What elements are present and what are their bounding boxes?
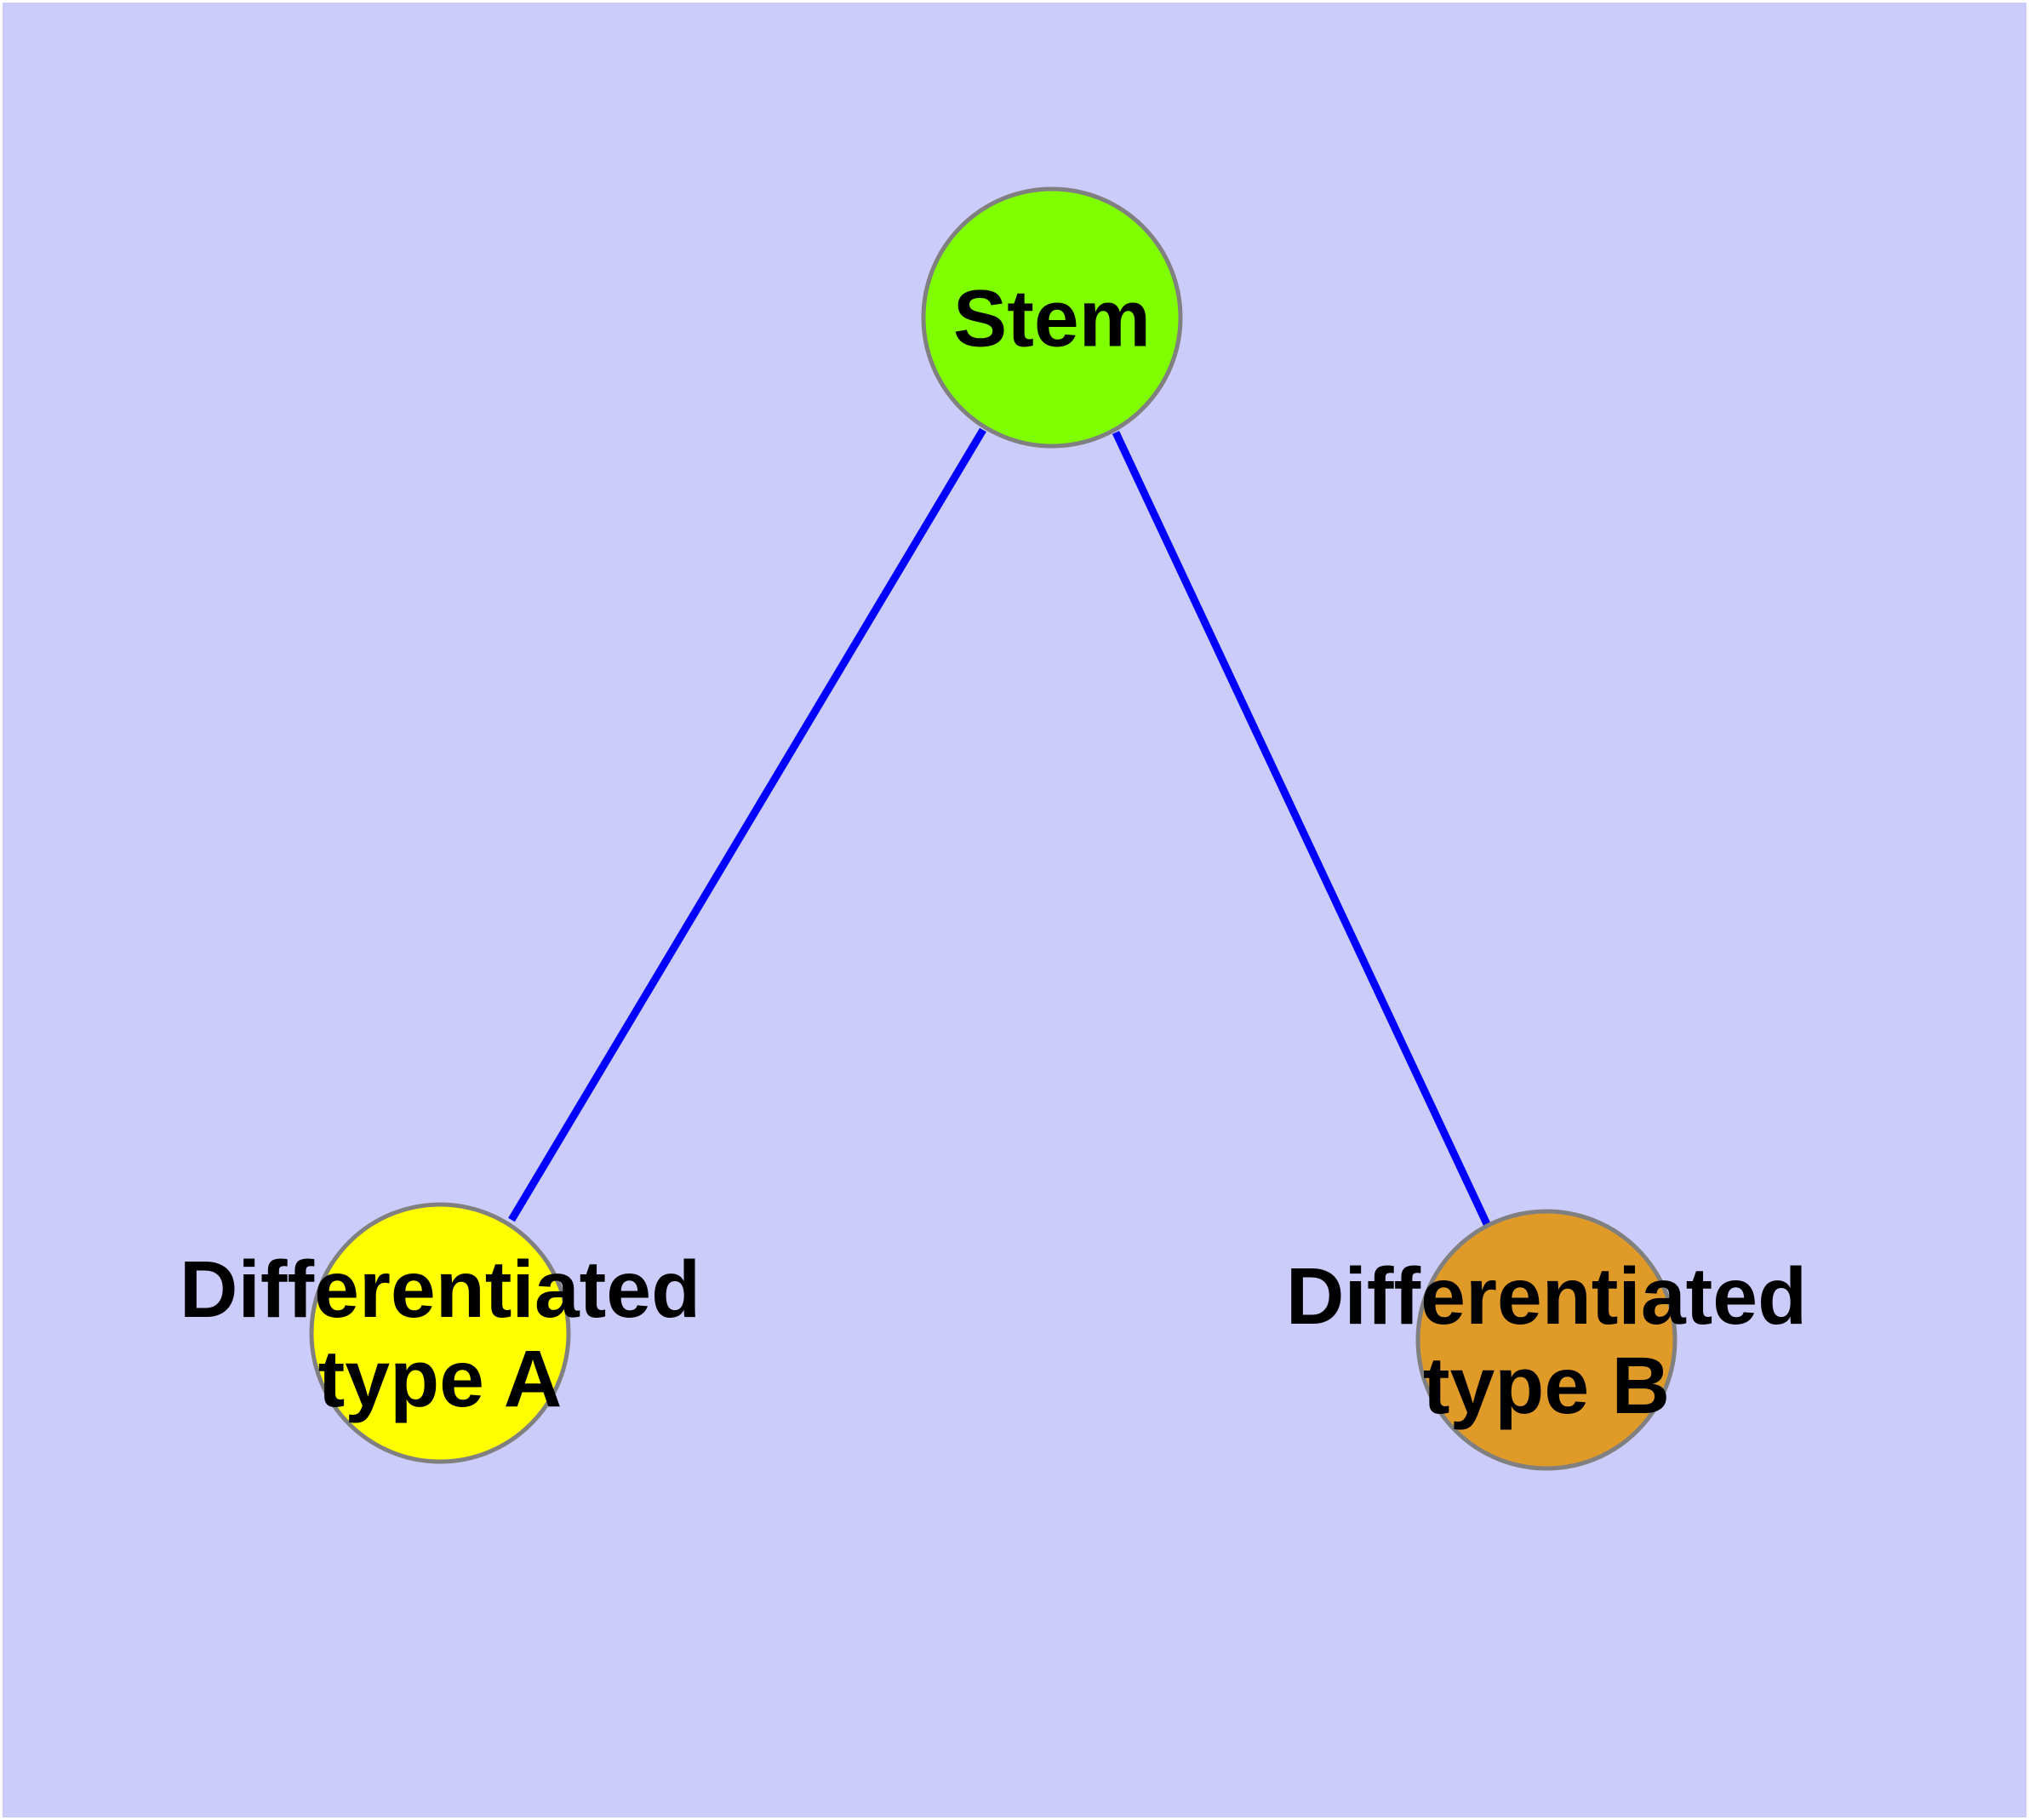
node-diff-a-label-line2: type A: [318, 1334, 563, 1424]
edge-stem-to-diff-a: [508, 427, 986, 1222]
node-diff-b-label-line1: Differentiated: [1286, 1251, 1807, 1342]
node-diff-a[interactable]: [309, 1202, 571, 1464]
nodes-layer: [309, 186, 1677, 1471]
node-stem-circle[interactable]: [921, 186, 1183, 449]
node-diff-b-label: Differentiated type B: [1286, 1251, 1807, 1431]
node-stem-label-line1: Stem: [953, 274, 1151, 364]
node-diff-a-circle[interactable]: [309, 1202, 571, 1464]
node-diff-b-label-line2: type B: [1423, 1341, 1670, 1431]
edges-layer: [508, 427, 1492, 1228]
node-diff-b[interactable]: [1415, 1209, 1677, 1471]
node-diff-a-label: Differentiated type A: [180, 1245, 700, 1424]
node-stem[interactable]: [921, 186, 1183, 449]
node-diff-a-label-line1: Differentiated: [180, 1245, 700, 1335]
node-stem-label: Stem: [953, 274, 1151, 364]
edge-stem-to-diff-b: [1112, 431, 1492, 1228]
node-diff-b-circle[interactable]: [1415, 1209, 1677, 1471]
labels-layer: Stem Differentiated type A Differentiate…: [180, 274, 1807, 1431]
